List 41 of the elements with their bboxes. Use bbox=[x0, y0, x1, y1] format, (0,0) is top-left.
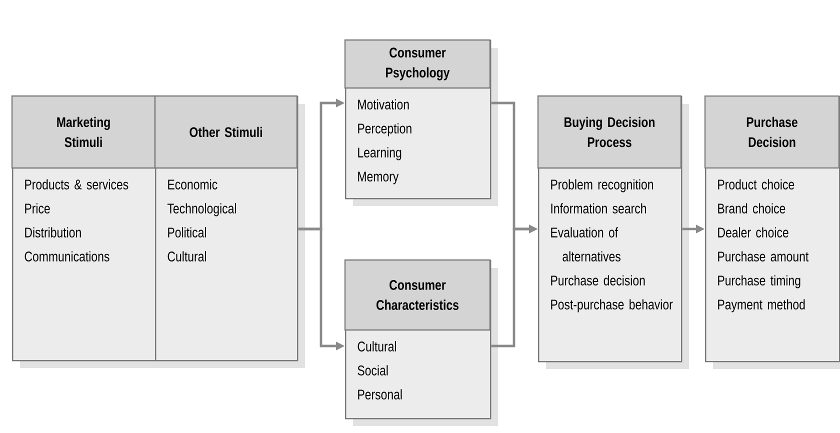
node-label: Cultural bbox=[168, 251, 206, 262]
node-label: Political bbox=[168, 227, 206, 238]
node-label: Technological bbox=[167, 203, 236, 216]
node-label: Information search bbox=[551, 203, 646, 214]
node-label: Brand choice bbox=[718, 203, 786, 214]
node-label: Problem recognition bbox=[551, 179, 654, 192]
node-label: Motivation bbox=[358, 99, 409, 110]
node-label: Dealer choice bbox=[718, 227, 788, 238]
category-box bbox=[344, 39, 498, 206]
node-label: Economic bbox=[168, 179, 218, 190]
node-label: Purchase timing bbox=[718, 275, 800, 288]
item-list: Problem recognition Information search Evaluation of alternatives Purchase decision Post-purchase behavior bbox=[551, 179, 673, 312]
category-box bbox=[11, 95, 163, 368]
box-heading: Purchase Decision bbox=[746, 116, 798, 148]
node-label: Products & services bbox=[25, 179, 128, 190]
node-label: Purchase amount bbox=[718, 251, 809, 262]
node-label: Price bbox=[25, 203, 50, 214]
box-heading: Consumer Psychology bbox=[386, 48, 450, 80]
node-label: Distribution bbox=[25, 227, 81, 238]
item-list: Motivation Perception Learning Memory bbox=[358, 99, 412, 184]
node-label: Product choice bbox=[718, 179, 794, 190]
category-box bbox=[704, 95, 840, 369]
node-label: Evaluation of alternatives bbox=[551, 227, 620, 262]
node-label: Perception bbox=[358, 123, 412, 136]
item-list: Cultural Social Personal bbox=[358, 341, 402, 400]
category-box bbox=[537, 95, 689, 369]
box-heading: Marketing Stimuli bbox=[57, 116, 110, 148]
item-list: Product choice Brand choice Dealer choice Purchase amount Purchase timing Payment method bbox=[718, 179, 809, 312]
category-box bbox=[154, 95, 305, 368]
node-label: Communications bbox=[24, 251, 110, 262]
category-box bbox=[344, 259, 498, 426]
item-list: Economic Technological Political Cultural bbox=[167, 179, 236, 262]
box-heading: Buying Decision Process bbox=[564, 116, 654, 148]
node-label: Learning bbox=[358, 147, 402, 160]
node-label: Purchase decision bbox=[551, 275, 645, 286]
box-heading: Other Stimuli bbox=[190, 126, 262, 138]
node-label: Payment method bbox=[718, 299, 805, 312]
box-heading: Consumer Characteristics bbox=[376, 280, 458, 310]
node-label: Memory bbox=[358, 172, 399, 184]
item-list: Products & services Price Distribution Communications bbox=[24, 179, 128, 262]
node-label: Post-purchase behavior bbox=[551, 299, 673, 312]
